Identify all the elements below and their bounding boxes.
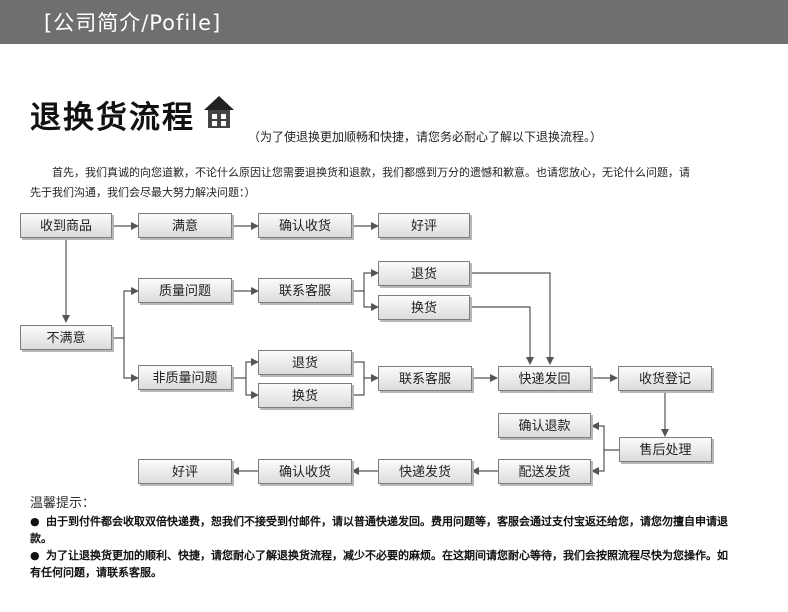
header-title: [公司简介/Pofile] [44,11,222,35]
node-receive: 收到商品 [20,213,112,238]
house-icon [204,96,234,128]
bullet-icon: ● [30,515,40,528]
page-title: 退换货流程 [30,100,195,136]
tip-item-2: ●为了让退换货更加的顺利、快捷，请您耐心了解退换货流程，减少不必要的麻烦。在这期… [30,547,730,581]
node-contact-cs-top: 联系客服 [258,278,352,303]
node-contact-cs-mid: 联系客服 [378,366,472,391]
node-confirm-receipt-bottom: 确认收货 [258,459,352,484]
node-exchange-mid: 换货 [258,383,352,408]
page-subtitle: （为了使退换更加顺畅和快捷，请您务必耐心了解以下退换流程。） [248,130,603,144]
node-exchange-top: 换货 [378,295,470,320]
header-bar: [公司简介/Pofile] [0,0,788,44]
tips-title: 温馨提示： [30,496,96,511]
node-confirm-receipt-top: 确认收货 [258,213,352,238]
node-non-quality-issue: 非质量问题 [138,365,232,390]
intro-text: 首先，我们真诚的向您道歉，不论什么原因让您需要退换货和退款，我们都感到万分的遗憾… [30,166,690,199]
bullet-icon: ● [30,549,40,562]
node-after-sales: 售后处理 [619,437,712,462]
node-satisfied: 满意 [138,213,232,238]
node-quality-issue: 质量问题 [138,278,232,303]
node-unsatisfied: 不满意 [20,325,112,350]
node-receipt-register: 收货登记 [618,366,712,391]
node-ship-delivery: 配送发货 [498,459,591,484]
node-express-return: 快递发回 [498,366,591,391]
node-confirm-refund: 确认退款 [498,413,591,438]
node-good-review-top: 好评 [378,213,470,238]
node-return-top: 退货 [378,261,470,286]
node-return-mid: 退货 [258,350,352,375]
tip-item-1: ●由于到付件都会收取双倍快递费，恕我们不接受到付邮件，请以普通快递发回。费用问题… [30,513,730,547]
tip-text-2: 为了让退换货更加的顺利、快捷，请您耐心了解退换货流程，减少不必要的麻烦。在这期间… [30,549,728,579]
node-good-review-bottom: 好评 [138,459,232,484]
tip-text-1: 由于到付件都会收取双倍快递费，恕我们不接受到付邮件，请以普通快递发回。费用问题等… [30,515,728,545]
node-express-ship: 快递发货 [378,459,472,484]
